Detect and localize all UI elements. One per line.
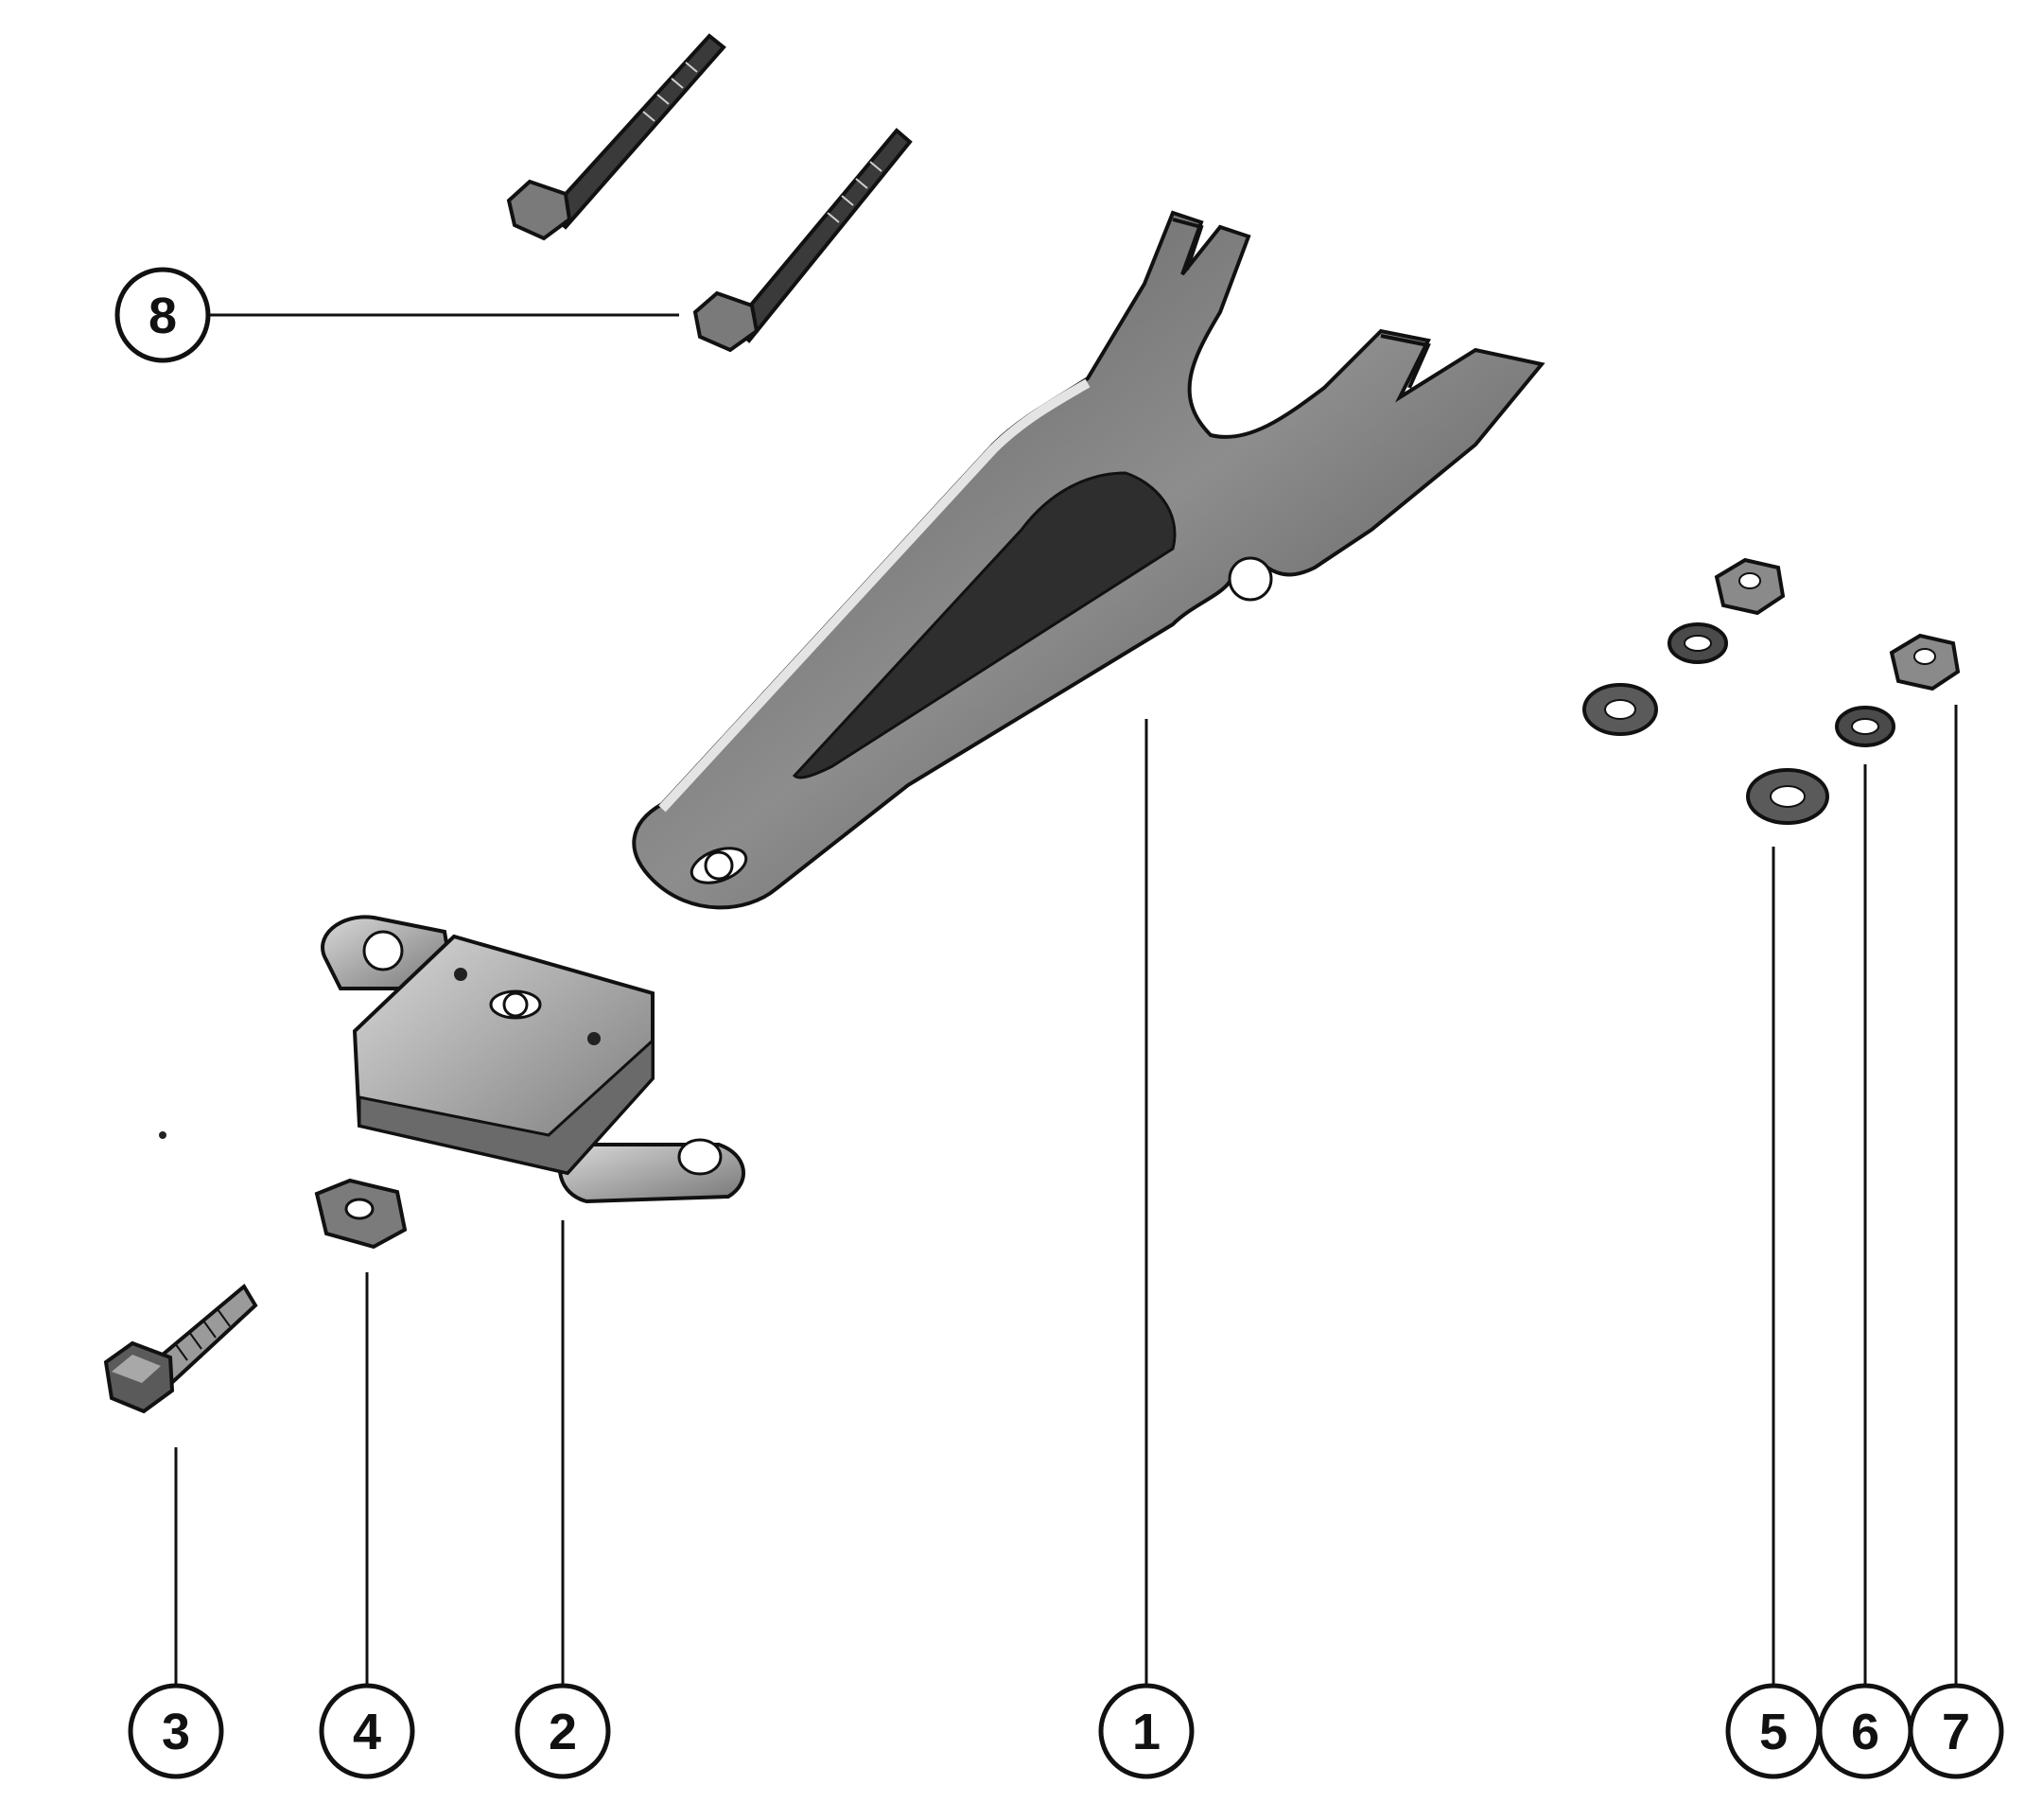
- callout-8: 8: [114, 267, 211, 363]
- callout-8-circle: [114, 267, 211, 363]
- lock-washer-part: [1668, 622, 1895, 747]
- callout-4: 4: [319, 1683, 415, 1779]
- pivot-bracket-part: [321, 915, 745, 1204]
- callout-6: 6: [1817, 1683, 1913, 1779]
- callout-8-label: 8: [148, 288, 177, 344]
- callout-1: 1: [1098, 1683, 1195, 1779]
- callout-1-circle: [1098, 1683, 1195, 1779]
- callout-4-circle: [319, 1683, 415, 1779]
- hex-nut-part: [314, 1178, 408, 1250]
- callout-2-circle: [515, 1683, 611, 1779]
- stray-dot: [159, 1131, 166, 1139]
- flat-washer-part: [1582, 683, 1829, 825]
- callout-3-label: 3: [162, 1704, 190, 1760]
- callout-7-label: 7: [1942, 1704, 1970, 1760]
- callout-3-circle: [128, 1683, 224, 1779]
- short-bolt-part: [103, 1283, 258, 1414]
- leader-lines: [174, 313, 1958, 1684]
- washers-and-nuts-group: [1582, 557, 1961, 825]
- callout-5-label: 5: [1759, 1704, 1788, 1760]
- callout-7: 7: [1908, 1683, 2004, 1779]
- small-hex-nut-part: [1714, 557, 1961, 691]
- callout-2: 2: [515, 1683, 611, 1779]
- callout-5: 5: [1725, 1683, 1822, 1779]
- callout-1-label: 1: [1132, 1704, 1161, 1760]
- callout-2-label: 2: [549, 1704, 577, 1760]
- callout-4-label: 4: [353, 1704, 381, 1760]
- long-bolts-part: [506, 33, 913, 353]
- callout-6-label: 6: [1851, 1704, 1879, 1760]
- callout-3: 3: [128, 1683, 224, 1779]
- fork-lever-part: [632, 210, 1545, 910]
- callout-7-circle: [1908, 1683, 2004, 1779]
